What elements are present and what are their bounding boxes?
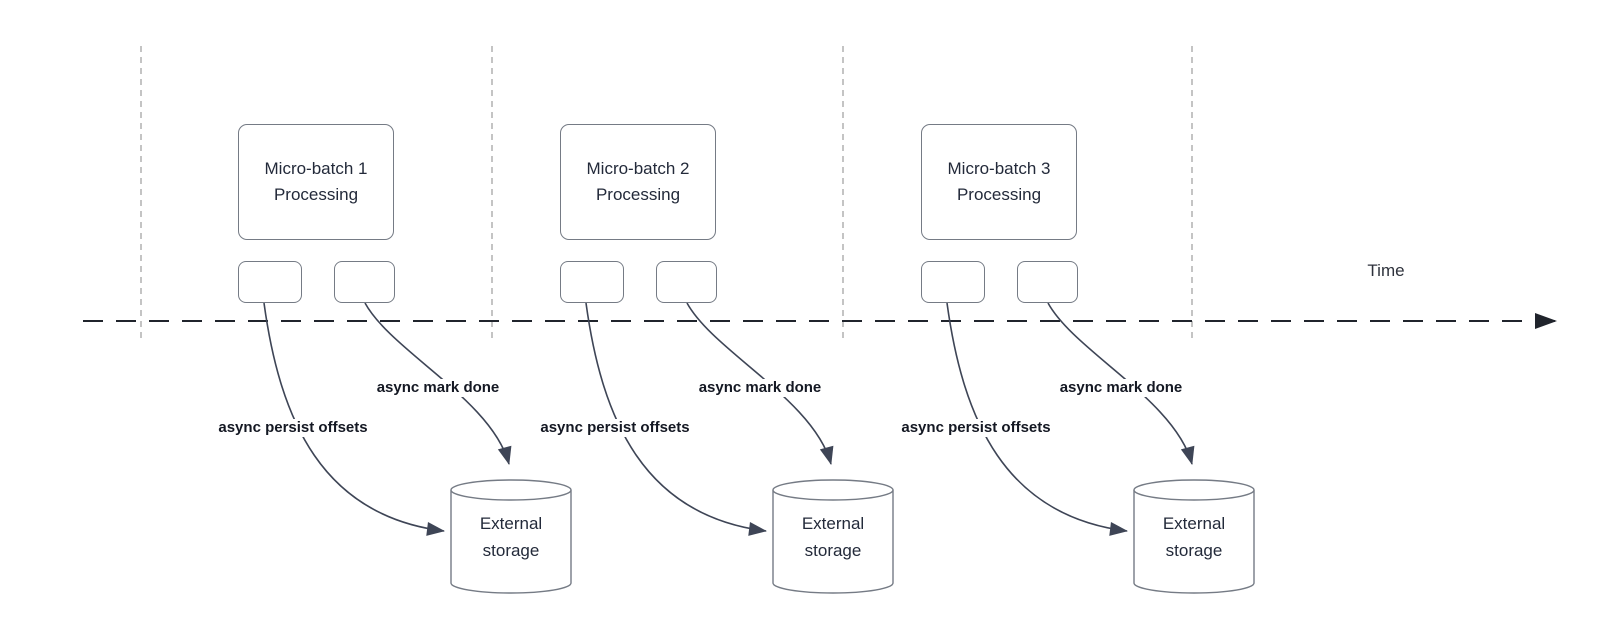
persist-offsets-arrow-label: async persist offsets [880,419,1072,437]
mark-done-arrow-label: async mark done [679,379,841,397]
process-box: Micro-batch 1 Processing [238,124,394,240]
mark-done-arrow [1047,302,1195,465]
persist-offsets-arrow-label: async persist offsets [197,419,389,437]
offset-chip [560,261,624,303]
mark-done-arrow [686,302,834,465]
persist-offsets-arrow-label: async persist offsets [519,419,711,437]
storage-cylinder-body [450,490,572,594]
mark-done-arrow-label: async mark done [1040,379,1202,397]
group-2-shapes [585,302,894,594]
commit-chip [1017,261,1078,303]
storage-cylinder-body [1133,490,1255,594]
time-axis-label: Time [1367,261,1405,280]
persist-offsets-arrow [946,302,1128,536]
mark-done-arrow [364,302,512,465]
external-storage-label: External storage [479,514,543,560]
offset-chip [921,261,985,303]
commit-chip [334,261,395,303]
storage-cylinder-top [1133,479,1255,501]
offset-chip [238,261,302,303]
storage-cylinder-top [772,479,894,501]
storage-cylinder-body [772,490,894,594]
process-box: Micro-batch 3 Processing [921,124,1077,240]
persist-offsets-arrow [263,302,445,536]
group-1-shapes [263,302,572,594]
storage-cylinder-top [450,479,572,501]
commit-chip [656,261,717,303]
external-storage-label: External storage [1162,514,1226,560]
persist-offsets-arrow [585,302,767,536]
group-3-shapes [946,302,1255,594]
process-box: Micro-batch 2 Processing [560,124,716,240]
mark-done-arrow-label: async mark done [357,379,519,397]
external-storage-label: External storage [801,514,865,560]
